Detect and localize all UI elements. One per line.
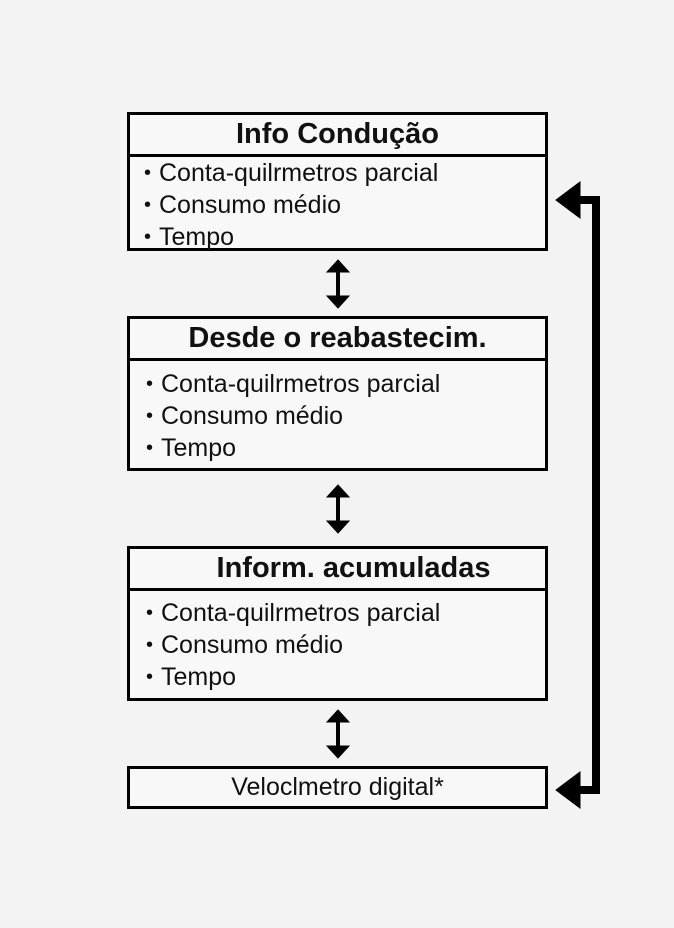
- velocimetro-digital-label: Veloclmetro digital*: [231, 773, 444, 801]
- list-item-label: Conta-quilrmetros parcial: [161, 599, 441, 627]
- list-item-label: Consumo médio: [161, 631, 344, 659]
- bullet-icon: •: [146, 405, 154, 427]
- inform-acumuladas-list: • Conta-quilrmetros parcial • Consumo médi…: [130, 591, 545, 693]
- list-item-label: Tempo: [161, 434, 237, 462]
- list-item-label: Consumo médio: [161, 402, 344, 430]
- bullet-icon: •: [146, 437, 154, 459]
- list-item: • Tempo: [144, 221, 545, 253]
- loop-arrow-icon: [555, 181, 600, 809]
- list-item-label: Tempo: [159, 223, 235, 251]
- list-item: • Consumo médio: [146, 629, 545, 661]
- list-item: • Conta-quilrmetros parcial: [144, 157, 545, 189]
- inform-acumuladas-box: Inform. acumuladas • Conta-quilrmetros pa…: [127, 546, 548, 701]
- desde-reabastecimento-box: Desde o reabastecim. • Conta-quilrmetros …: [127, 316, 548, 471]
- list-item: • Consumo médio: [144, 189, 545, 221]
- bullet-icon: •: [144, 162, 152, 184]
- info-conducao-title: Info Condução: [130, 115, 545, 157]
- info-conducao-list: • Conta-quilrmetros parcial • Consumo médi…: [130, 157, 545, 253]
- list-item-label: Conta-quilrmetros parcial: [159, 159, 439, 187]
- double-arrow-icon: [325, 709, 351, 759]
- bullet-icon: •: [144, 194, 152, 216]
- info-conducao-box: Info Condução • Conta-quilrmetros parcial…: [127, 112, 548, 251]
- list-item: • Conta-quilrmetros parcial: [146, 368, 545, 400]
- desde-reabastecimento-title: Desde o reabastecim.: [130, 319, 545, 361]
- double-arrow-icon: [325, 484, 351, 534]
- list-item: • Tempo: [146, 661, 545, 693]
- inform-acumuladas-title: Inform. acumuladas: [130, 549, 545, 591]
- list-item-label: Consumo médio: [159, 191, 342, 219]
- list-item: • Conta-quilrmetros parcial: [146, 597, 545, 629]
- list-item-label: Tempo: [161, 663, 237, 691]
- bullet-icon: •: [146, 666, 154, 688]
- desde-reabastecimento-list: • Conta-quilrmetros parcial • Consumo médi…: [130, 361, 545, 464]
- velocimetro-digital-box: Veloclmetro digital*: [127, 766, 548, 809]
- list-item: • Consumo médio: [146, 400, 545, 432]
- double-arrow-icon: [325, 259, 351, 309]
- list-item-label: Conta-quilrmetros parcial: [161, 370, 441, 398]
- bullet-icon: •: [146, 634, 154, 656]
- bullet-icon: •: [144, 226, 152, 248]
- bullet-icon: •: [146, 373, 154, 395]
- bullet-icon: •: [146, 602, 154, 624]
- list-item: • Tempo: [146, 432, 545, 464]
